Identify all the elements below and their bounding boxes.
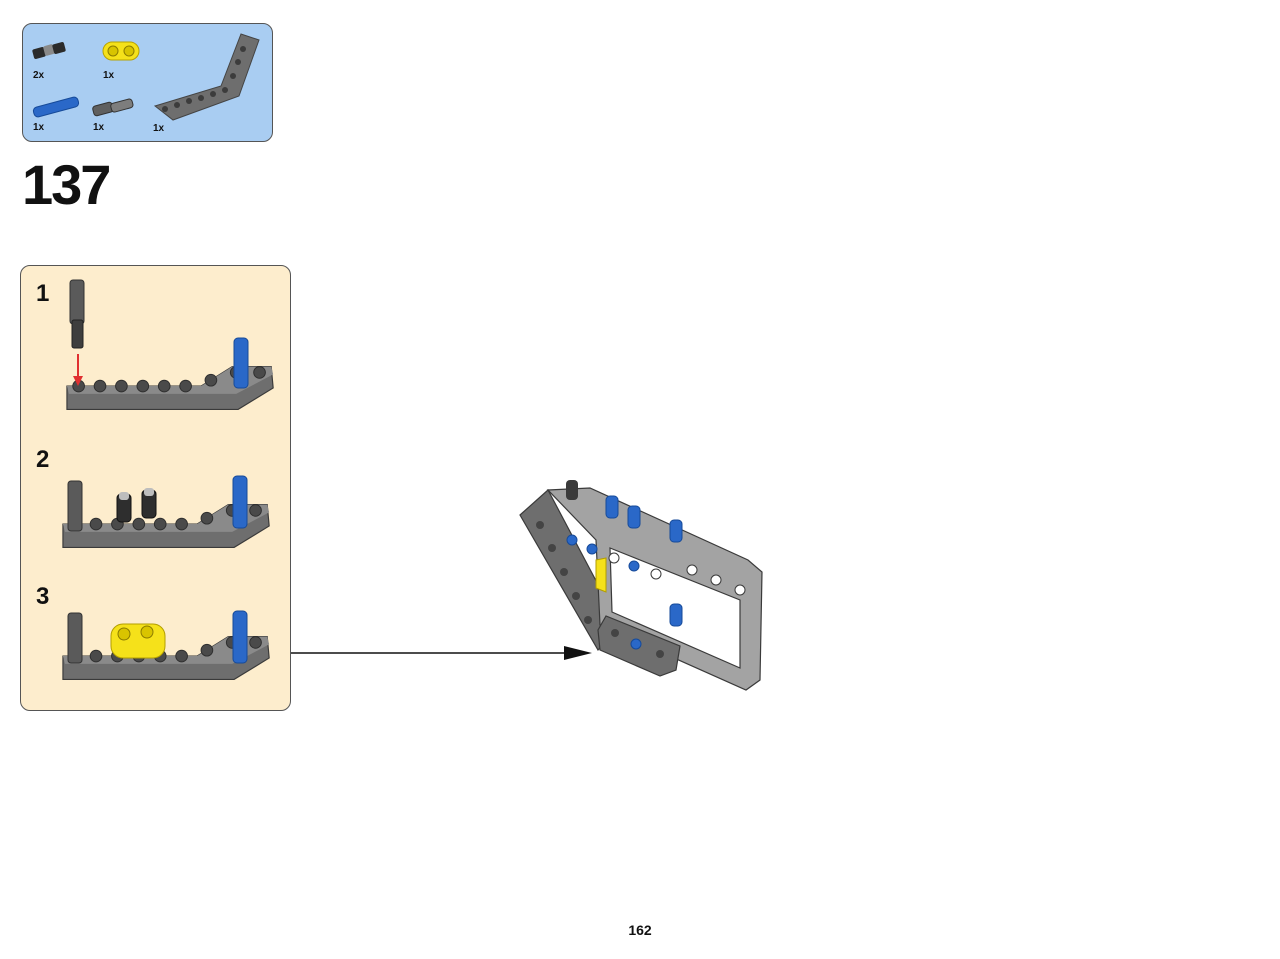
qty-black-bush-pin: 2x <box>33 70 45 81</box>
sub-step-3-number: 3 <box>36 583 50 610</box>
frame-assembly <box>519 480 763 691</box>
qty-blue-axle-pin: 1x <box>33 122 45 133</box>
page-number: 162 <box>628 922 652 938</box>
qty-grey-axle: 1x <box>93 122 105 133</box>
step-number: 137 <box>22 153 111 216</box>
qty-yellow-beam: 1x <box>103 70 115 81</box>
sub-step-2-number: 2 <box>36 446 50 473</box>
parts-list-box: 2x 1x 1x 1x 1x <box>22 23 273 142</box>
grey-angled-beam-icon <box>153 33 260 121</box>
parts-list-illustrations <box>32 33 260 121</box>
yellow-2-hole-beam-icon <box>102 41 140 61</box>
callout-arrow <box>291 646 592 660</box>
sub-step-2-illustration <box>62 475 270 549</box>
sub-step-1-illustration <box>66 279 274 410</box>
sub-step-1-number: 1 <box>36 280 50 307</box>
sub-steps-panel: 1 2 3 <box>20 265 291 711</box>
black-bush-pin-icon <box>32 42 66 59</box>
sub-steps-illustrations <box>62 279 274 681</box>
qty-angled-beam: 1x <box>153 123 165 134</box>
sub-step-3-illustration <box>62 610 270 681</box>
grey-axle-icon <box>92 98 134 117</box>
blue-axle-pin-icon <box>32 96 80 118</box>
